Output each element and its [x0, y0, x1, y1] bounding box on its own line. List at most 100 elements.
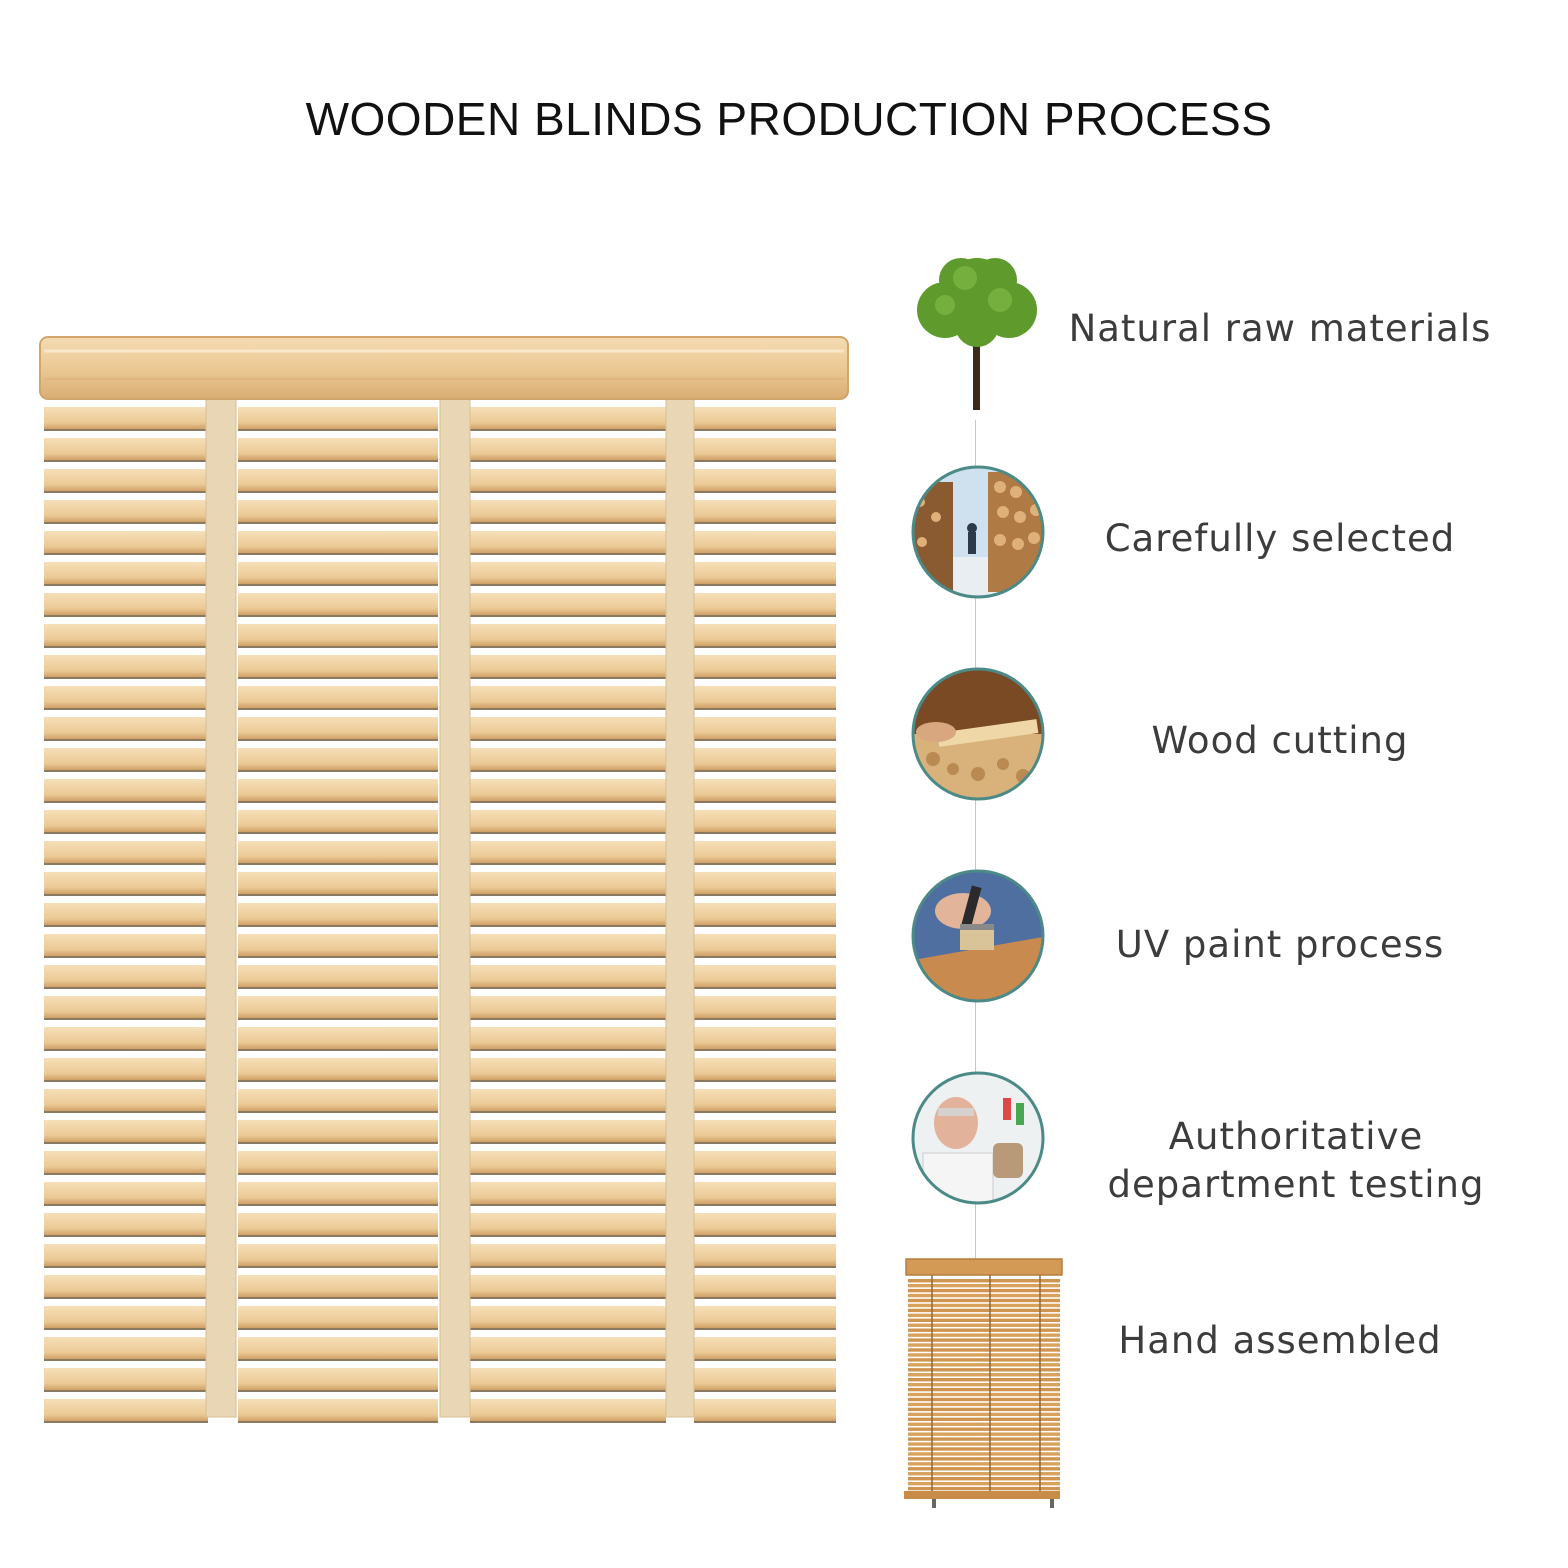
blind-slat	[44, 531, 208, 553]
paint-brush-photo-icon	[911, 869, 1045, 1003]
blind-slat	[694, 655, 836, 677]
blind-slat	[694, 624, 836, 646]
log-pile-photo-icon	[911, 465, 1045, 599]
blind-slat	[238, 469, 438, 491]
blind-slat	[694, 1275, 836, 1297]
mini-blind-slat	[908, 1338, 1060, 1342]
blind-slat	[470, 1399, 666, 1421]
blind-slat	[694, 407, 836, 429]
mini-blind-slat	[908, 1323, 1060, 1327]
process-connector-line	[975, 420, 976, 1260]
blind-slat	[44, 438, 208, 460]
blind-slat	[694, 531, 836, 553]
blind-slat	[470, 1027, 666, 1049]
mini-blind-slat	[908, 1467, 1060, 1471]
blind-slat	[470, 407, 666, 429]
blind-slat	[238, 531, 438, 553]
blind-slat	[238, 1120, 438, 1142]
blind-slat	[238, 1275, 438, 1297]
blind-slat	[44, 717, 208, 739]
mini-blind-slat	[908, 1279, 1060, 1283]
step-label-carefully-selected: Carefully selected	[1104, 517, 1456, 560]
blind-slat	[238, 1151, 438, 1173]
blind-slat	[470, 1120, 666, 1142]
blind-slat	[238, 1089, 438, 1111]
blind-slat	[44, 407, 208, 429]
blind-slat	[694, 1368, 836, 1390]
blind-slat	[470, 779, 666, 801]
blind-slat	[44, 1213, 208, 1235]
blind-slat	[470, 841, 666, 863]
blind-slat	[44, 810, 208, 832]
mini-blind-slat	[908, 1303, 1060, 1308]
mini-blind-slat	[908, 1432, 1060, 1436]
blind-slat	[44, 965, 208, 987]
blind-slat	[44, 1182, 208, 1204]
blind-slat	[694, 1182, 836, 1204]
blind-slat	[694, 1027, 836, 1049]
blind-slat	[44, 1244, 208, 1266]
mini-blind-slat	[908, 1437, 1060, 1441]
blind-slat	[694, 841, 836, 863]
mini-blind-slat	[908, 1343, 1060, 1347]
mini-blind-slat	[908, 1333, 1060, 1337]
mini-blind-slat	[908, 1462, 1060, 1466]
mini-blind-slat	[908, 1427, 1060, 1431]
blind-slat	[470, 1368, 666, 1390]
blind-slat	[238, 1337, 438, 1359]
blind-slat	[44, 1120, 208, 1142]
mini-blind-slat	[908, 1363, 1060, 1367]
blind-slat	[470, 872, 666, 894]
blind-slat	[44, 655, 208, 677]
blind-slat	[470, 1151, 666, 1173]
blind-slat	[470, 810, 666, 832]
blind-slat	[470, 748, 666, 770]
blind-slat	[238, 1058, 438, 1080]
mini-blind-slat	[908, 1348, 1060, 1352]
ladder-tape	[665, 386, 695, 1418]
blind-slat	[694, 1120, 836, 1142]
mini-blind-slat	[908, 1422, 1060, 1426]
ladder-tape	[439, 386, 471, 1418]
ladder-tape	[205, 386, 237, 1418]
blind-slat	[470, 717, 666, 739]
mini-blind-slat	[908, 1412, 1060, 1417]
mini-blind-slat	[908, 1378, 1060, 1382]
tree-icon	[917, 258, 1037, 410]
blind-slat	[470, 686, 666, 708]
headrail	[39, 336, 849, 400]
blind-slat	[238, 810, 438, 832]
blind-slat	[470, 934, 666, 956]
blind-slat	[470, 438, 666, 460]
blind-slat	[44, 934, 208, 956]
blind-slat	[44, 1151, 208, 1173]
step-label-natural-raw-materials: Natural raw materials	[1068, 307, 1492, 350]
blind-slat	[694, 717, 836, 739]
blind-slat	[470, 903, 666, 925]
blind-slat	[470, 624, 666, 646]
mini-blind-slat	[908, 1368, 1060, 1372]
blind-slat	[694, 1089, 836, 1111]
mini-blind-slat	[908, 1387, 1060, 1392]
blind-slat	[44, 1275, 208, 1297]
blind-slat	[470, 469, 666, 491]
lab-testing-photo-icon	[911, 1071, 1045, 1205]
mini-blind-slat	[908, 1392, 1060, 1397]
blind-slat	[470, 562, 666, 584]
mini-blind-slat	[908, 1288, 1060, 1293]
blind-slat	[694, 1244, 836, 1266]
blind-slat	[470, 500, 666, 522]
blind-slat	[470, 1244, 666, 1266]
blind-slat	[238, 903, 438, 925]
blind-slat	[470, 1306, 666, 1328]
blind-slat	[238, 1027, 438, 1049]
blind-slat	[238, 1306, 438, 1328]
blind-slat	[44, 1399, 208, 1421]
blind-slat	[694, 996, 836, 1018]
mini-blind-slat	[908, 1328, 1060, 1332]
mini-blind-slat	[908, 1452, 1060, 1456]
mini-blind-slat	[908, 1442, 1060, 1446]
blind-slat	[470, 1275, 666, 1297]
blind-slat	[44, 1368, 208, 1390]
blind-slat	[238, 500, 438, 522]
